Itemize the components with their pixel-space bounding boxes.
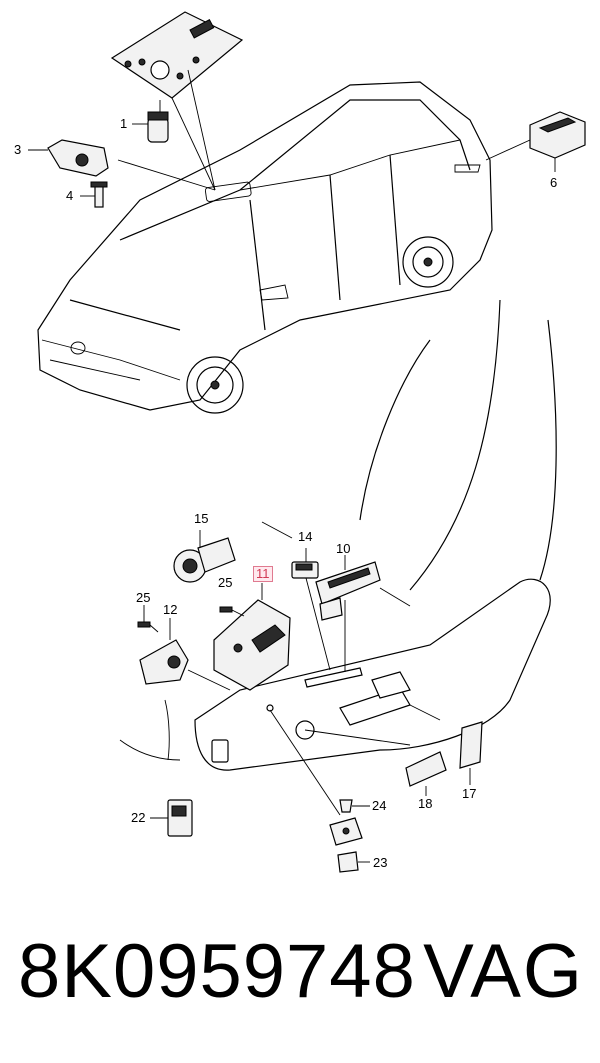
callout-1: 1 [120,116,128,131]
part-4-screw [80,181,108,208]
callout-12: 12 [163,602,178,617]
callout-25-left: 25 [136,590,151,605]
part-18-cap [405,751,447,796]
part-24-clip [339,799,370,813]
part-6-module [485,111,586,172]
callout-11: 11 [253,566,273,582]
diagram-drawing [28,11,586,873]
parts-diagram: 1 3 4 6 15 14 10 11 25 25 12 22 24 18 17… [14,11,586,873]
callout-10: 10 [336,541,351,556]
part-1-bulb [132,100,169,143]
callout-4: 4 [66,188,74,203]
callout-23: 23 [373,855,388,870]
brand-name: VAG [423,929,584,1014]
part-10-switch-panel [315,555,411,672]
callout-22: 22 [131,810,146,825]
part-23-clip [329,817,370,873]
caption: 8K0959748 VAG [18,928,588,1028]
callout-25-upper: 25 [218,575,233,590]
callout-17: 17 [462,786,477,801]
part-14-switch [261,521,331,671]
part-25-screws [137,605,245,633]
part-17-cap [459,721,483,785]
part-12-bracket [139,618,231,691]
part-3-sensor [28,139,109,177]
callout-15: 15 [194,511,209,526]
seat-outline [119,299,557,771]
callout-6: 6 [550,175,558,190]
callout-24: 24 [372,798,387,813]
part-22-switch [150,799,193,837]
part-number: 8K0959748 [18,929,416,1014]
part-11-control-unit [213,583,291,691]
car-outline [37,81,493,414]
callout-14: 14 [298,529,313,544]
overhead-console [110,11,244,99]
callout-18: 18 [418,796,433,811]
callout-3: 3 [14,142,22,157]
part-15-unit [173,530,236,583]
